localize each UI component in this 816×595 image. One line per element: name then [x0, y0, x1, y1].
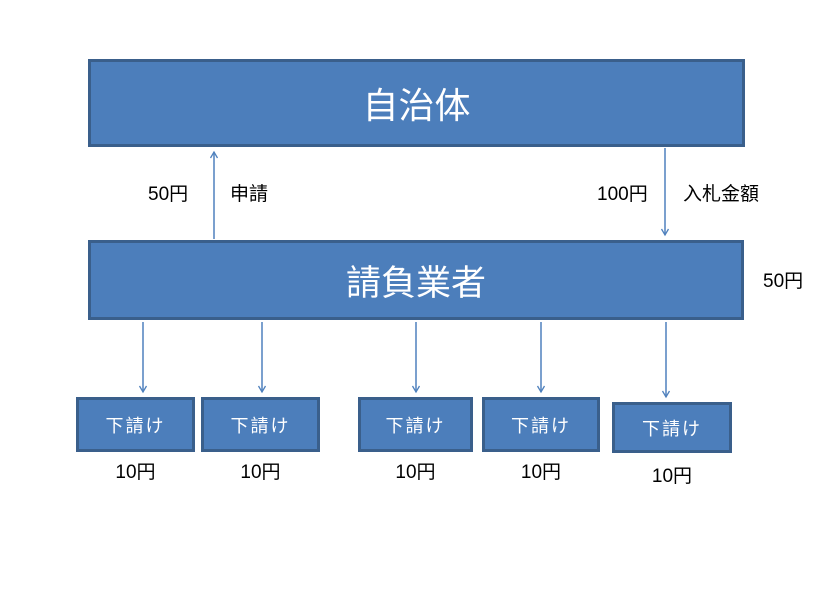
subcontractor-box-5: 下請け — [612, 402, 732, 453]
bid-amount-label: 100円 — [597, 184, 648, 205]
subcontractor-label-4: 下請け — [511, 415, 571, 436]
municipality-label: 自治体 — [362, 85, 471, 126]
subcontractor-label-5: 下請け — [642, 418, 702, 439]
application-amount-label: 50円 — [148, 184, 189, 205]
subcontractor-amount-1: 10円 — [115, 462, 156, 483]
subcontractor-box-4: 下請け — [482, 397, 600, 452]
subcontractor-amount-4: 10円 — [520, 462, 562, 483]
application-label: 申請 — [230, 184, 269, 205]
subcontractor-label-1: 下請け — [105, 415, 166, 436]
subcontractor-amount-5: 10円 — [651, 466, 693, 487]
contractor-box: 請負業者 — [88, 240, 744, 320]
subcontractor-label-3: 下請け — [385, 415, 446, 436]
subcontractor-label-2: 下請け — [230, 415, 291, 436]
contractor-label: 請負業者 — [345, 263, 486, 303]
contractor-side-amount: 50円 — [763, 271, 804, 292]
subcontractor-box-2: 下請け — [201, 397, 320, 452]
subcontractor-amount-3: 10円 — [395, 462, 436, 483]
bid-label: 入札金額 — [683, 184, 760, 205]
subcontractor-box-3: 下請け — [358, 397, 473, 452]
subcontractor-box-1: 下請け — [76, 397, 195, 452]
subcontractor-amount-2: 10円 — [240, 462, 281, 483]
municipality-box: 自治体 — [88, 59, 745, 147]
